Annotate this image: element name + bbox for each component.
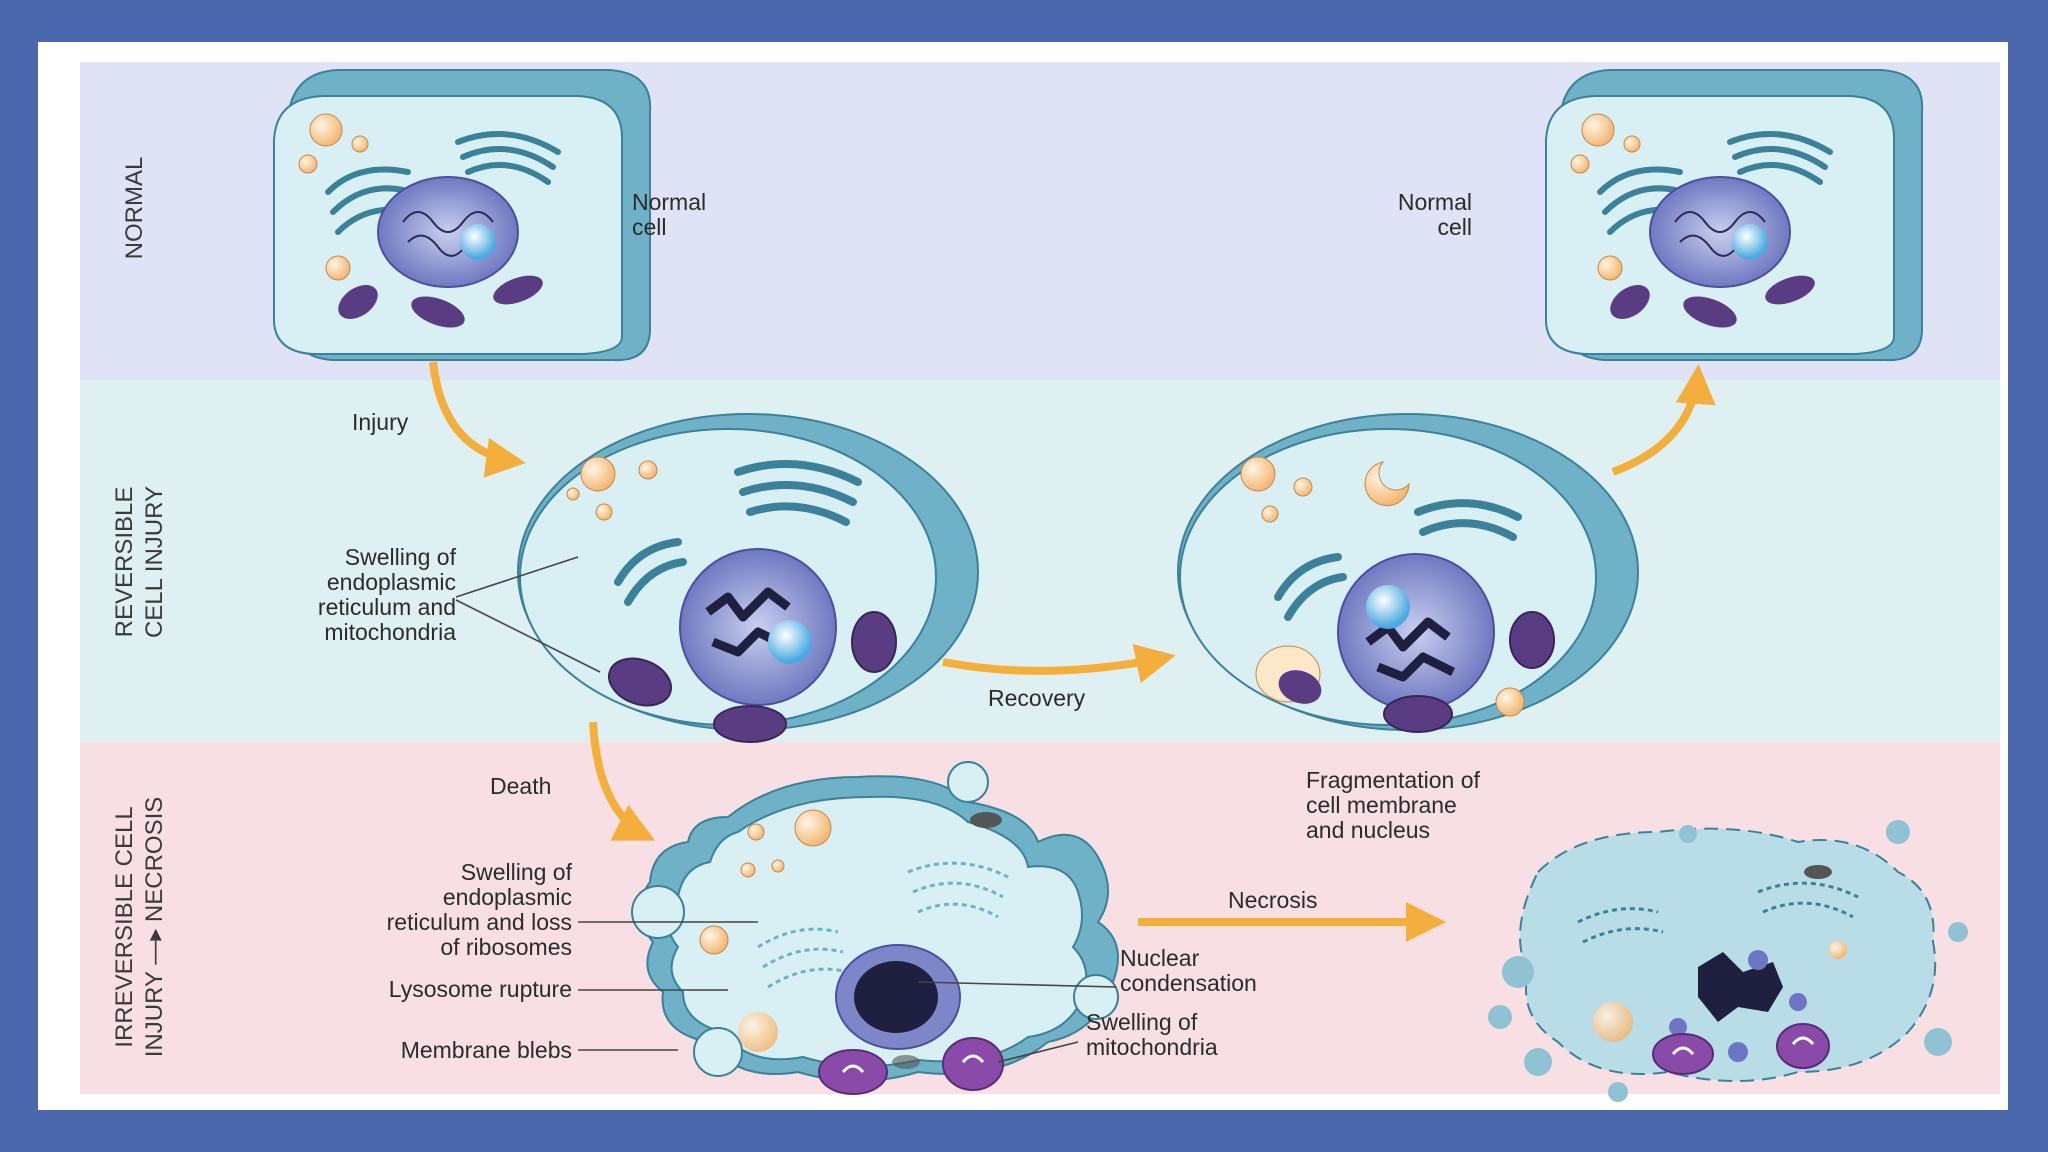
recovery-arrow xyxy=(942,643,1176,684)
normal-cell-left xyxy=(273,69,652,362)
band-label-irreversible-2: INJURY —▸ NECROSIS xyxy=(141,797,168,1058)
label-membrane-blebs: Membrane blebs xyxy=(401,1037,572,1063)
label-death: Death xyxy=(490,773,551,799)
label-recovery: Recovery xyxy=(988,685,1086,711)
normal-cell-right xyxy=(1545,69,1924,362)
death-arrow xyxy=(589,721,656,841)
fragmented-cell xyxy=(1488,820,1968,1102)
label-necrosis: Necrosis xyxy=(1228,887,1317,913)
band-label-reversible-2: CELL INJURY xyxy=(141,486,168,638)
injury-arrow xyxy=(429,361,526,478)
band-label-irreversible-1: IRREVERSIBLE CELL xyxy=(111,806,138,1047)
leader-lines xyxy=(455,556,1117,1063)
label-injury: Injury xyxy=(352,409,409,435)
reversible-cell-left xyxy=(517,413,979,743)
band-label-normal: NORMAL xyxy=(121,157,148,260)
necrotic-cell-blebs xyxy=(631,761,1119,1095)
band-reversible xyxy=(80,380,2000,742)
reversible-cell-right xyxy=(1177,413,1639,733)
label-lysosome-rupture: Lysosome rupture xyxy=(389,976,572,1002)
cell-injury-diagram: NORMAL REVERSIBLE CELL INJURY IRREVERSIB… xyxy=(80,62,2000,1102)
return-arrow xyxy=(1611,364,1716,476)
band-label-reversible-1: REVERSIBLE xyxy=(111,487,138,638)
slide-frame: NORMAL REVERSIBLE CELL INJURY IRREVERSIB… xyxy=(38,42,2008,1110)
